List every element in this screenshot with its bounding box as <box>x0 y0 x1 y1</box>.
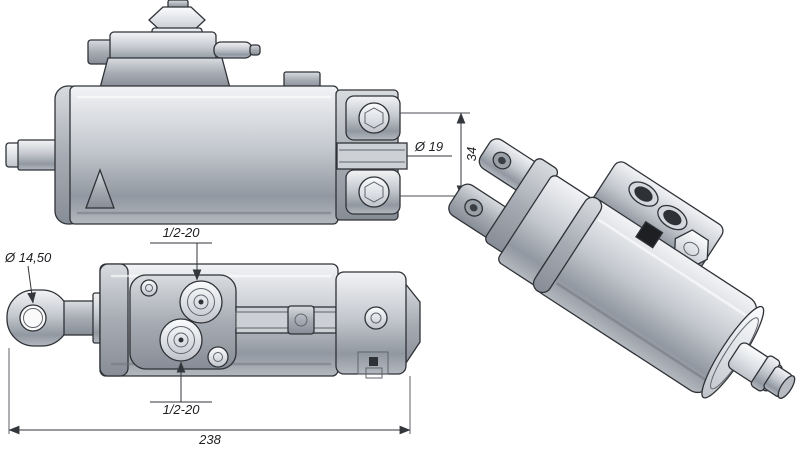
port-top <box>179 280 223 324</box>
head-notch-insert <box>369 357 378 366</box>
dimension-text-d19: Ø 19 <box>414 139 443 154</box>
valve-pin <box>213 41 253 59</box>
port-bottom <box>159 318 203 362</box>
rod-tip-face <box>777 375 796 399</box>
port-bottom-thread-ring <box>167 326 195 354</box>
dimension-overall-length: 238 <box>8 348 411 447</box>
rod-eye-chamfer <box>23 308 43 328</box>
fork-hole-upper-bore <box>498 156 506 165</box>
link-block <box>287 305 315 335</box>
valve-base <box>99 57 231 89</box>
barrel-front-band <box>99 263 129 377</box>
side-view: Ø 19 34 <box>5 0 479 225</box>
link-pin <box>294 313 308 327</box>
dimension-text-d1450: Ø 14,50 <box>4 250 52 265</box>
dimension-port-bottom-thread: 1/2-20 <box>150 361 212 417</box>
barrel-highlight-iso <box>597 218 747 317</box>
fork-hole-lower-bore <box>469 204 478 212</box>
port-iso-1-bore <box>634 186 653 202</box>
head-hole <box>364 306 388 330</box>
plug-bottom <box>358 176 390 208</box>
head-tab <box>365 367 383 379</box>
plug-bottom-hex <box>364 181 384 203</box>
dimension-text-port-top: 1/2-20 <box>163 225 201 240</box>
head-notch <box>357 351 389 375</box>
plug-top-hex <box>364 107 384 129</box>
dimension-text-238: 238 <box>198 432 221 447</box>
dimension-eye-diameter: Ø 14,50 <box>4 250 52 304</box>
sensor-cap <box>635 220 664 249</box>
clevis-slot <box>336 142 408 170</box>
valve-pin-tip <box>249 44 261 56</box>
hex-plug-face <box>683 241 700 257</box>
relief-valve-bore <box>213 352 223 362</box>
port-iso-2-bore <box>663 209 682 226</box>
port-top-bore <box>193 294 209 310</box>
piston-rod <box>17 139 61 171</box>
isometric-view <box>448 138 796 399</box>
barrel-weld-band <box>532 196 603 294</box>
leader-line <box>27 265 36 304</box>
port-top-thread-ring <box>187 288 215 316</box>
gusset-rib <box>85 168 115 209</box>
port-top-center <box>198 299 204 305</box>
dimension-port-top-thread: 1/2-20 <box>150 225 212 281</box>
dimension-pin-hole-diameter: Ø 19 <box>407 139 452 157</box>
valve-bolt-socket <box>145 284 153 292</box>
rod-slot <box>235 306 337 334</box>
plug-top <box>358 102 390 134</box>
port-bottom-center <box>178 337 184 343</box>
head-hole-bore <box>370 312 382 324</box>
port-bottom-bore <box>173 332 189 348</box>
plan-view: Ø 14,50 1/2-20 1/2-20 238 <box>4 225 421 447</box>
valve-bolt <box>140 279 158 297</box>
dimension-text-port-bottom: 1/2-20 <box>163 402 201 417</box>
barrel-shadow-iso <box>556 282 707 382</box>
relief-valve <box>207 346 229 368</box>
dimension-text-34: 34 <box>464 147 479 161</box>
